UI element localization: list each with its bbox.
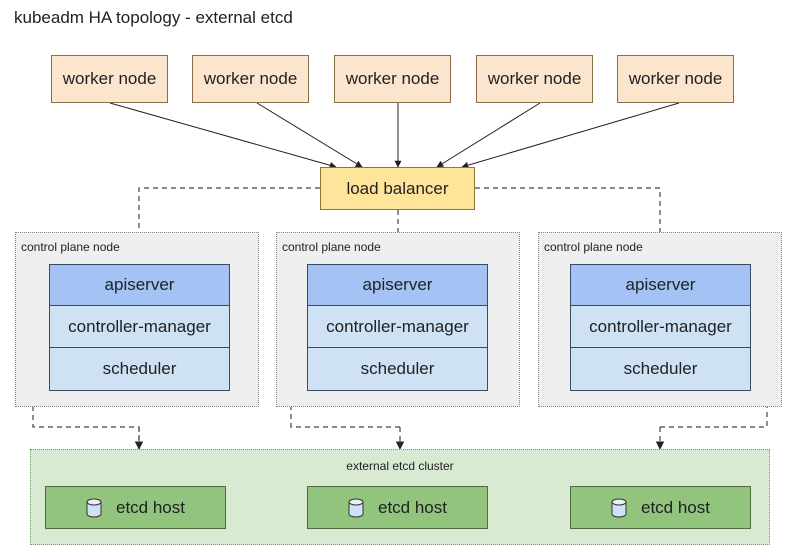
apiserver: apiserver: [50, 265, 229, 306]
etcd-host-label: etcd host: [378, 497, 447, 517]
control-plane-label: control plane node: [544, 240, 643, 254]
control-plane-label: control plane node: [282, 240, 381, 254]
worker-node-4: worker node: [476, 55, 593, 103]
etcd-host-2: etcd host: [307, 486, 488, 529]
database-icon: [348, 498, 364, 517]
apiserver: apiserver: [571, 265, 750, 306]
control-plane-label: control plane node: [21, 240, 120, 254]
lb-to-apiserver-1-line: [138, 187, 320, 265]
control-plane-components-1: apiserver controller-manager scheduler: [49, 264, 230, 391]
worker-1-to-lb-arrow: [109, 102, 337, 169]
worker-node-3: worker node: [334, 55, 451, 103]
controller-manager: controller-manager: [50, 306, 229, 348]
etcd-host-label: etcd host: [116, 497, 185, 517]
load-balancer: load balancer: [320, 167, 475, 210]
control-plane-components-2: apiserver controller-manager scheduler: [307, 264, 488, 391]
database-icon: [86, 498, 102, 517]
etcd-host-3: etcd host: [570, 486, 751, 529]
scheduler: scheduler: [571, 348, 750, 390]
controller-manager: controller-manager: [571, 306, 750, 348]
diagram-title: kubeadm HA topology - external etcd: [14, 8, 293, 27]
scheduler: scheduler: [308, 348, 487, 390]
etcd-cluster-label: external etcd cluster: [346, 459, 454, 473]
worker-node-5: worker node: [617, 55, 734, 103]
etcd-host-1: etcd host: [45, 486, 226, 529]
worker-node-2: worker node: [192, 55, 309, 103]
worker-node-1: worker node: [51, 55, 168, 103]
control-plane-components-3: apiserver controller-manager scheduler: [570, 264, 751, 391]
scheduler: scheduler: [50, 348, 229, 390]
worker-5-to-lb-arrow: [461, 102, 680, 169]
worker-4-to-lb-arrow: [436, 102, 541, 168]
etcd-host-label: etcd host: [641, 497, 710, 517]
controller-manager: controller-manager: [308, 306, 487, 348]
worker-2-to-lb-arrow: [256, 102, 363, 168]
apiserver: apiserver: [308, 265, 487, 306]
etcd-to-apiserver-2-line: [290, 281, 400, 428]
database-icon: [611, 498, 627, 517]
